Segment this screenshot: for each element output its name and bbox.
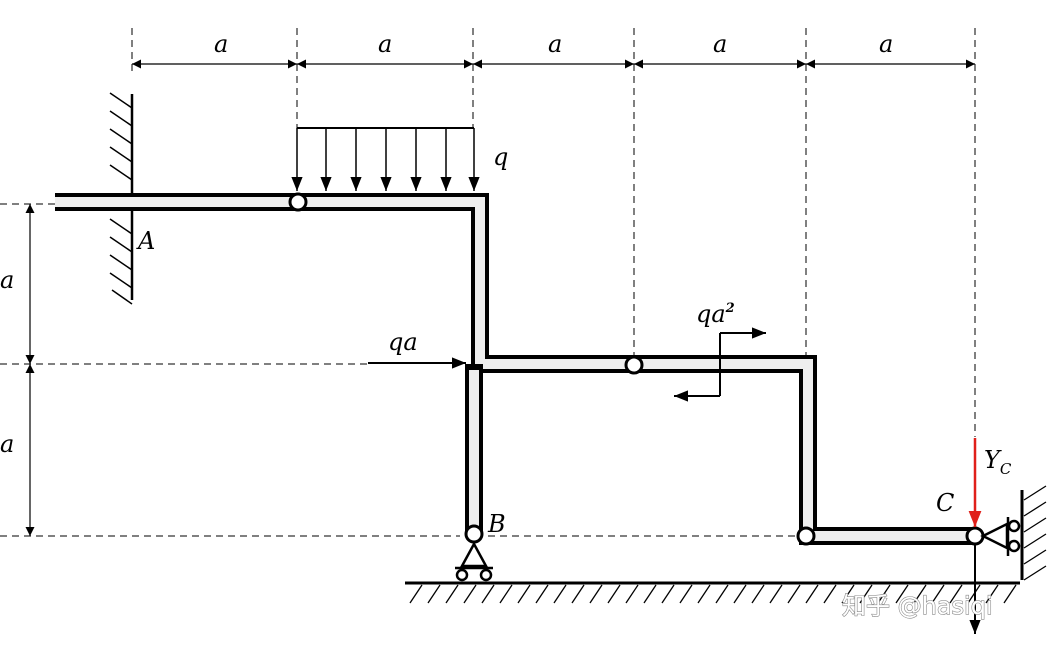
reaction-label-Yc: YC	[984, 446, 1012, 478]
dim-label-2: a	[378, 30, 392, 58]
frame-members	[55, 193, 975, 545]
distributed-load-q	[291, 127, 480, 191]
dim-label-left-upper: a	[0, 266, 14, 294]
point-label-A: A	[136, 227, 155, 255]
load-label-q: q	[493, 143, 508, 171]
point-label-B: B	[487, 510, 506, 538]
dim-label-4: a	[713, 30, 727, 58]
watermark-text: 知乎 @hasiqi	[842, 592, 993, 620]
roller-support-B	[455, 541, 493, 582]
dim-label-left-lower: a	[0, 430, 14, 458]
couple-moment-qa2	[674, 327, 766, 402]
dim-label-5: a	[879, 30, 893, 58]
dim-label-3: a	[548, 30, 562, 58]
roller-support-C	[980, 485, 1047, 581]
point-label-C: C	[936, 489, 954, 517]
reference-dashed-lines	[0, 28, 976, 537]
dim-label-1: a	[214, 30, 228, 58]
moment-label-qa2: qa2	[696, 300, 735, 328]
hinges	[288, 192, 985, 546]
load-label-qa: qa	[388, 328, 418, 356]
ground-hatching	[405, 581, 1020, 604]
